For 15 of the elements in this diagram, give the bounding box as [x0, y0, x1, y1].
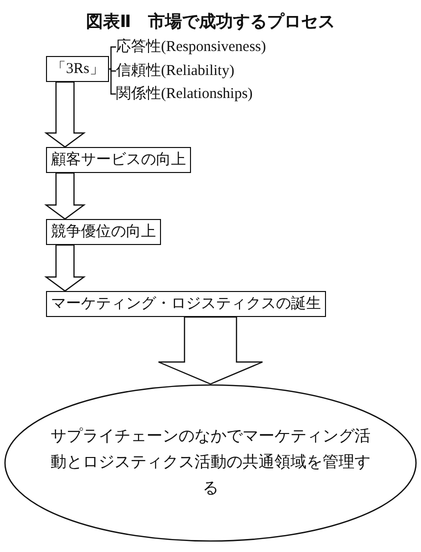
block-arrow	[44, 81, 86, 148]
goal-text: サプライチェーンのなかでマーケティング活動とロジスティクス活動の共通領域を管理する	[50, 426, 372, 499]
step-box: 「3Rs」	[46, 56, 110, 82]
step-box: 競争優位の向上	[46, 219, 161, 245]
block-arrow	[44, 172, 86, 220]
block-arrow	[44, 244, 86, 292]
attribute-label: 信頼性(Reliability)	[116, 62, 234, 80]
diagram-title: 図表Ⅱ 市場で成功するプロセス	[84, 11, 336, 33]
block-arrow	[158, 316, 264, 385]
bracket-line	[109, 68, 116, 95]
step-box: マーケティング・ロジスティクスの誕生	[46, 291, 326, 317]
attribute-label: 応答性(Responsiveness)	[116, 38, 266, 56]
step-box: 顧客サービスの向上	[46, 147, 191, 173]
bracket-line	[109, 46, 116, 70]
attribute-label: 関係性(Relationships)	[116, 85, 253, 103]
